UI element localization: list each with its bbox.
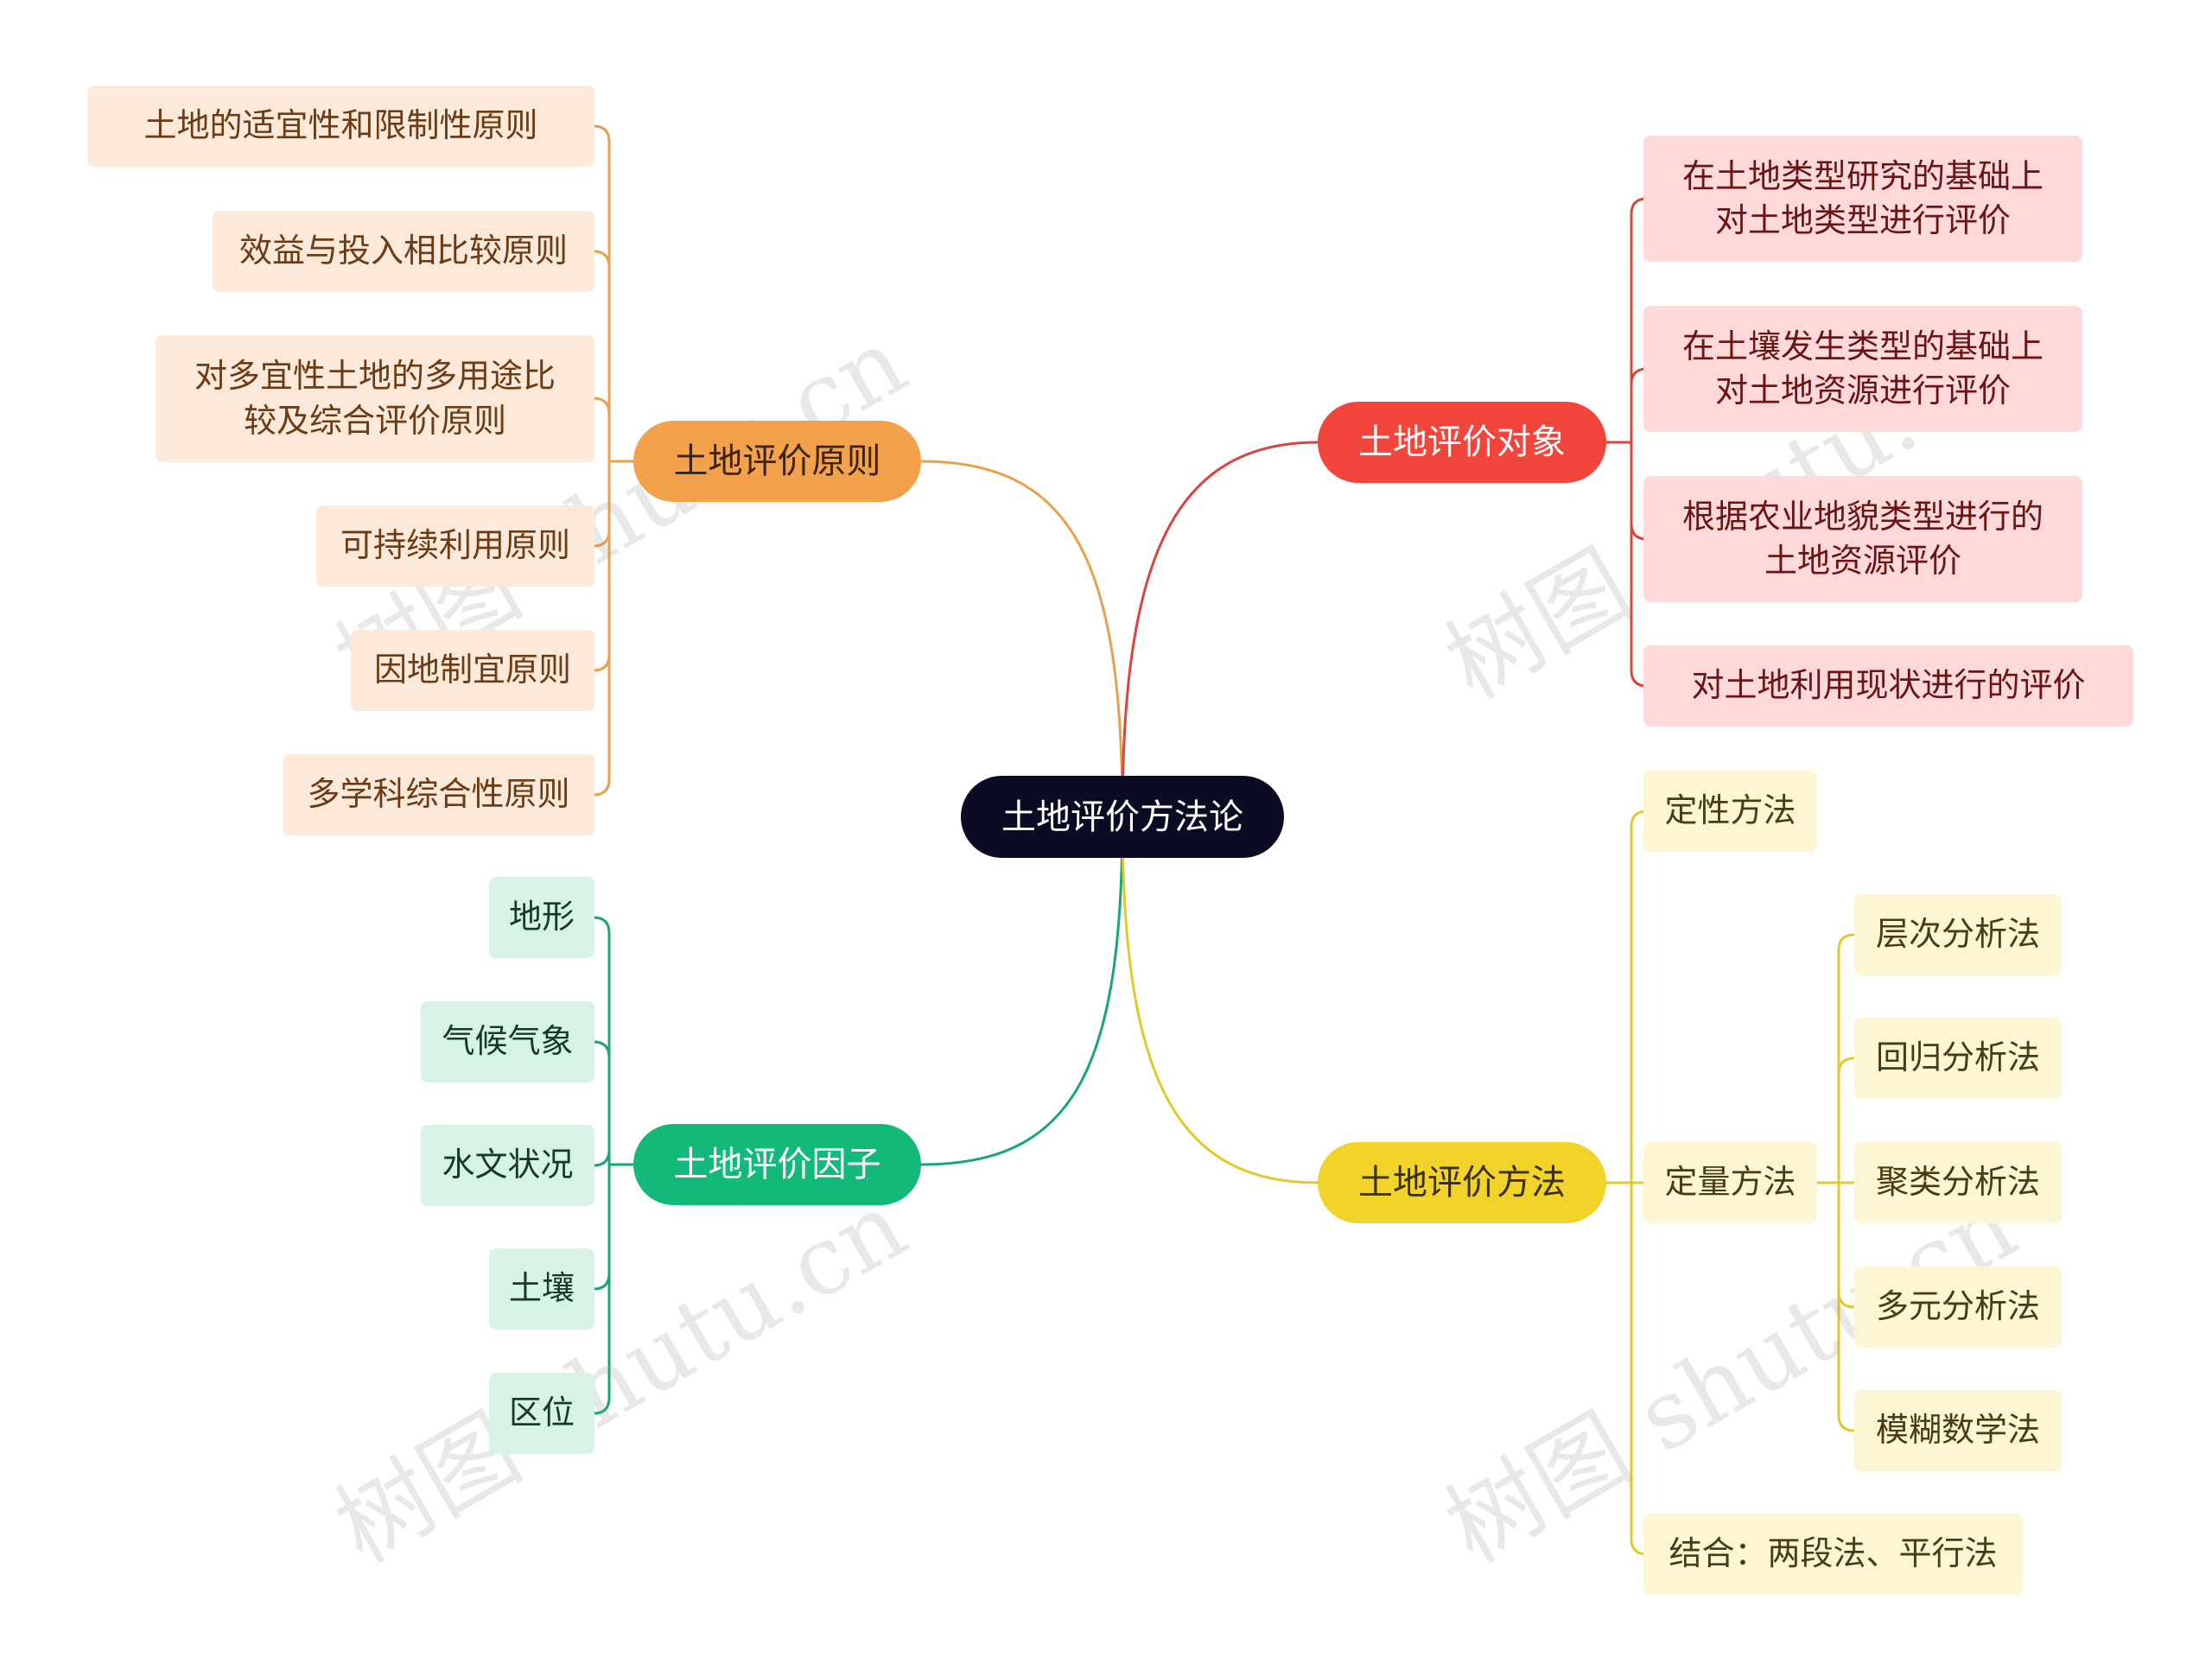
connector-quantitative-leaf <box>1837 1181 1856 1309</box>
leaf-node-object[interactable]: 对土地利用现状进行的评价 <box>1643 645 2133 727</box>
connector-quantitative-leaf <box>1837 1057 1856 1184</box>
connector-method-leaf <box>1630 809 1648 1184</box>
connector-principle-leaf <box>593 460 611 548</box>
connector-root-object <box>1121 441 1319 818</box>
leaf-node-factor[interactable]: 地形 <box>489 877 594 958</box>
leaf-node-quantitative[interactable]: 模糊数学法 <box>1854 1390 2062 1471</box>
leaf-node-factor[interactable]: 土壤 <box>489 1248 594 1330</box>
leaf-node-principle[interactable]: 效益与投入相比较原则 <box>213 211 594 292</box>
branch-node-method[interactable]: 土地评价方法 <box>1318 1142 1606 1223</box>
connector-root-method <box>1121 815 1319 1184</box>
connector-factor-leaf <box>593 1163 611 1291</box>
branch-node-factor[interactable]: 土地评价因子 <box>633 1124 921 1205</box>
connector-method-leaf <box>1630 1181 1648 1556</box>
leaf-node-object[interactable]: 在土地类型研究的基础上 对土地类型进行评价 <box>1643 136 2082 262</box>
leaf-node-object[interactable]: 在土壤发生类型的基础上 对土地资源进行评价 <box>1643 306 2082 432</box>
leaf-node-quantitative[interactable]: 层次分析法 <box>1854 894 2062 975</box>
leaf-node-principle[interactable]: 土地的适宜性和限制性原则 <box>87 86 594 167</box>
connector-quantitative-leaf <box>1837 933 1856 1184</box>
branch-node-principle[interactable]: 土地评价原则 <box>633 421 921 502</box>
connector-root-principle <box>919 460 1124 818</box>
connector-principle-leaf <box>593 460 611 797</box>
connector-principle-leaf <box>593 250 611 463</box>
leaf-node-principle[interactable]: 多学科综合性原则 <box>283 754 594 835</box>
root-node[interactable]: 土地评价方法论 <box>961 776 1284 858</box>
leaf-node-method[interactable]: 定量方法 <box>1643 1142 1817 1223</box>
leaf-node-factor[interactable]: 区位 <box>489 1373 594 1454</box>
leaf-node-method[interactable]: 定性方法 <box>1643 771 1817 852</box>
branch-node-object[interactable]: 土地评价对象 <box>1318 402 1606 483</box>
connector-factor-leaf <box>593 1040 611 1166</box>
connector-root-factor <box>919 815 1124 1166</box>
leaf-node-quantitative[interactable]: 聚类分析法 <box>1854 1142 2062 1223</box>
leaf-node-quantitative[interactable]: 多元分析法 <box>1854 1267 2062 1348</box>
connector-principle-leaf <box>593 124 611 463</box>
leaf-node-method[interactable]: 结合：两段法、平行法 <box>1643 1514 2023 1595</box>
leaf-node-principle[interactable]: 可持续利用原则 <box>316 505 594 587</box>
leaf-node-factor[interactable]: 水文状况 <box>421 1125 594 1206</box>
leaf-node-principle[interactable]: 对多宜性土地的多用途比 较及综合评价原则 <box>156 335 594 462</box>
connector-principle-leaf <box>593 397 611 463</box>
leaf-node-quantitative[interactable]: 回归分析法 <box>1854 1018 2062 1099</box>
leaf-node-factor[interactable]: 气候气象 <box>421 1001 594 1082</box>
connector-factor-leaf <box>593 1149 611 1167</box>
leaf-node-principle[interactable]: 因地制宜原则 <box>351 630 594 711</box>
leaf-node-object[interactable]: 根据农业地貌类型进行的 土地资源评价 <box>1643 476 2082 602</box>
connector-principle-leaf <box>593 460 611 672</box>
connector-quantitative-leaf <box>1837 1181 1856 1432</box>
